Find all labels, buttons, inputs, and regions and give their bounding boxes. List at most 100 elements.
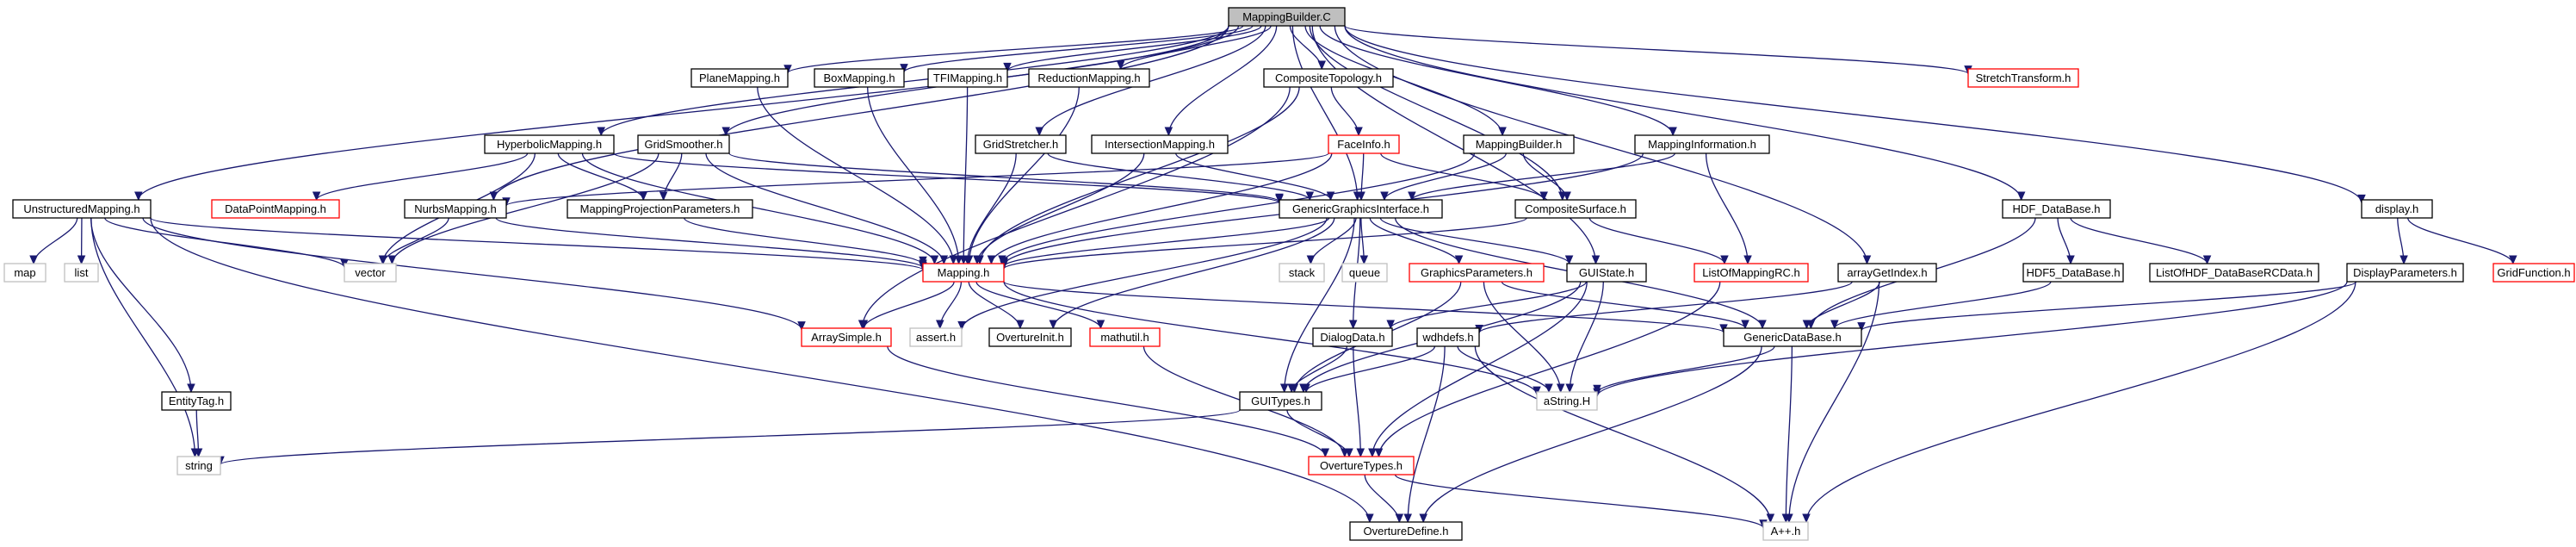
node-comptopo[interactable]: CompositeTopology.h xyxy=(1263,68,1394,88)
arrowhead-ggi-to-stack xyxy=(1306,255,1316,265)
arrowhead-ggi-to-asserth xyxy=(957,320,966,331)
node-ggi[interactable]: GenericGraphicsInterface.h xyxy=(1279,199,1443,219)
node-overturetypes[interactable]: OvertureTypes.h xyxy=(1308,456,1415,476)
node-mappingbuilder[interactable]: MappingBuilder.h xyxy=(1463,134,1575,154)
edge-overturetypes-to-appp xyxy=(1394,474,1764,529)
arrowhead-root-to-reduction xyxy=(1116,60,1125,71)
node-label-overturetypes: OvertureTypes.h xyxy=(1320,459,1403,472)
node-stack[interactable]: stack xyxy=(1279,263,1325,283)
node-arraygetindex[interactable]: arrayGetIndex.h xyxy=(1837,263,1937,283)
node-map[interactable]: map xyxy=(3,263,46,283)
node-label-ggi: GenericGraphicsInterface.h xyxy=(1292,202,1429,215)
edge-gdb-to-appp xyxy=(1785,345,1793,523)
node-overturedefine[interactable]: OvertureDefine.h xyxy=(1349,521,1463,541)
edge-guistate-to-dialogdata xyxy=(1390,281,1588,329)
node-gridstretcher[interactable]: GridStretcher.h xyxy=(975,134,1067,154)
node-label-appp: A++.h xyxy=(1771,525,1801,538)
edge-dialogdata-to-overturetypes xyxy=(1353,345,1361,457)
node-listofhdf[interactable]: ListOfHDF_DataBaseRCData.h xyxy=(2149,263,2319,283)
edge-gridsmoother-to-vector xyxy=(391,152,659,264)
node-arraysimple[interactable]: ArraySimple.h xyxy=(801,327,892,347)
node-display[interactable]: display.h xyxy=(2361,199,2433,219)
node-box-guistate xyxy=(1566,263,1647,283)
node-box-overturetypes xyxy=(1308,456,1415,476)
edge-graphicsparams-to-astring xyxy=(1483,281,1562,393)
node-mapping[interactable]: Mapping.h xyxy=(922,263,1005,283)
node-reduction[interactable]: ReductionMapping.h xyxy=(1028,68,1150,88)
node-unstructured[interactable]: UnstructuredMapping.h xyxy=(12,199,152,219)
node-list[interactable]: list xyxy=(64,263,99,283)
arrowhead-compsurface-to-listofmappingrc xyxy=(1720,255,1729,265)
node-overtureinit[interactable]: OvertureInit.h xyxy=(988,327,1072,347)
node-tfi[interactable]: TFIMapping.h xyxy=(927,68,1008,88)
edge-mapping-to-mathutil xyxy=(975,281,1102,329)
node-compsurface[interactable]: CompositeSurface.h xyxy=(1514,199,1637,219)
node-guitypes[interactable]: GUITypes.h xyxy=(1239,391,1322,411)
node-gdb[interactable]: GenericDataBase.h xyxy=(1723,327,1862,347)
arrowhead-overturetypes-to-overturedefine xyxy=(1395,513,1404,524)
edge-gridstretcher-to-ggi xyxy=(1047,152,1310,201)
node-label-gdb: GenericDataBase.h xyxy=(1743,331,1841,344)
arrowhead-root-to-nurbs xyxy=(489,191,498,202)
node-dialogdata[interactable]: DialogData.h xyxy=(1312,327,1393,347)
node-box-guitypes xyxy=(1239,391,1322,411)
node-astring[interactable]: aString.H xyxy=(1536,391,1598,411)
node-appp[interactable]: A++.h xyxy=(1762,521,1809,541)
arrowhead-root-to-gridstretcher xyxy=(1035,127,1043,137)
edge-gdb-to-astring xyxy=(1596,345,1775,394)
node-box-gridfunction xyxy=(2492,263,2575,283)
arrowhead-nurbs-to-vector xyxy=(379,255,387,265)
node-label-queue: queue xyxy=(1349,266,1380,279)
node-stretch[interactable]: StretchTransform.h xyxy=(1967,68,2079,88)
node-nurbs[interactable]: NurbsMapping.h xyxy=(404,199,507,219)
node-root[interactable]: MappingBuilder.C xyxy=(1228,7,1346,27)
node-guistate[interactable]: GUIState.h xyxy=(1566,263,1647,283)
arrowhead-faceinfo-to-ggi xyxy=(1357,191,1365,202)
edge-unstructured-to-overturedefine xyxy=(150,217,1371,523)
node-mappinginfo[interactable]: MappingInformation.h xyxy=(1634,134,1770,154)
node-label-gridfunction: GridFunction.h xyxy=(2497,266,2570,279)
node-vector[interactable]: vector xyxy=(344,263,397,283)
arrowhead-guistate-to-overturetypes xyxy=(1368,448,1377,458)
node-hdf5[interactable]: HDF5_DataBase.h xyxy=(2022,263,2124,283)
node-graphicsparams[interactable]: GraphicsParameters.h xyxy=(1409,263,1545,283)
arrowhead-gdb-to-astring xyxy=(1593,384,1601,395)
edge-arraygetindex-to-wdhdefs xyxy=(1478,281,1853,334)
node-entitytag[interactable]: EntityTag.h xyxy=(161,391,232,411)
node-hdf[interactable]: HDF_DataBase.h xyxy=(2002,199,2111,219)
edge-root-to-stretch xyxy=(1344,25,1969,75)
node-intersection[interactable]: IntersectionMapping.h xyxy=(1091,134,1229,154)
edge-mapping-to-astring xyxy=(1003,281,1538,395)
node-hyperbolic[interactable]: HyperbolicMapping.h xyxy=(484,134,615,154)
arrowhead-guistate-to-dialogdata xyxy=(1386,320,1395,330)
node-box-graphicsparams xyxy=(1409,263,1545,283)
node-plane[interactable]: PlaneMapping.h xyxy=(690,68,789,88)
node-mathutil[interactable]: mathutil.h xyxy=(1089,327,1161,347)
node-box-compsurface xyxy=(1514,199,1637,219)
node-gridfunction[interactable]: GridFunction.h xyxy=(2492,263,2575,283)
node-string[interactable]: string xyxy=(176,456,221,476)
node-datapoint[interactable]: DataPointMapping.h xyxy=(211,199,340,219)
arrowhead-faceinfo-to-compsurface xyxy=(1539,191,1548,202)
node-displayparams[interactable]: DisplayParameters.h xyxy=(2346,263,2464,283)
node-asserth[interactable]: assert.h xyxy=(909,327,963,347)
node-mpp[interactable]: MappingProjectionParameters.h xyxy=(567,199,753,219)
node-box-mappinginfo xyxy=(1634,134,1770,154)
edge-wdhdefs-to-astring xyxy=(1457,345,1550,393)
node-listofmappingrc[interactable]: ListOfMappingRC.h xyxy=(1694,263,1809,283)
node-wdhdefs[interactable]: wdhdefs.h xyxy=(1416,327,1480,347)
node-faceinfo[interactable]: FaceInfo.h xyxy=(1328,134,1400,154)
edge-mappingbuilder-to-mapping xyxy=(1001,152,1476,264)
node-label-intersection: IntersectionMapping.h xyxy=(1105,138,1215,151)
node-box-overturedefine xyxy=(1349,521,1463,541)
node-box-listofmappingrc xyxy=(1694,263,1809,283)
node-queue[interactable]: queue xyxy=(1341,263,1388,283)
arrowhead-faceinfo-to-mapping xyxy=(987,255,996,265)
node-gridsmoother[interactable]: GridSmoother.h xyxy=(637,134,730,154)
node-label-guistate: GUIState.h xyxy=(1579,266,1634,279)
node-box-comptopo xyxy=(1263,68,1394,88)
node-box[interactable]: BoxMapping.h xyxy=(814,68,905,88)
edge-displayparams-to-appp xyxy=(1805,281,2356,523)
arrowhead-root-to-mappinginfo xyxy=(1669,127,1677,137)
